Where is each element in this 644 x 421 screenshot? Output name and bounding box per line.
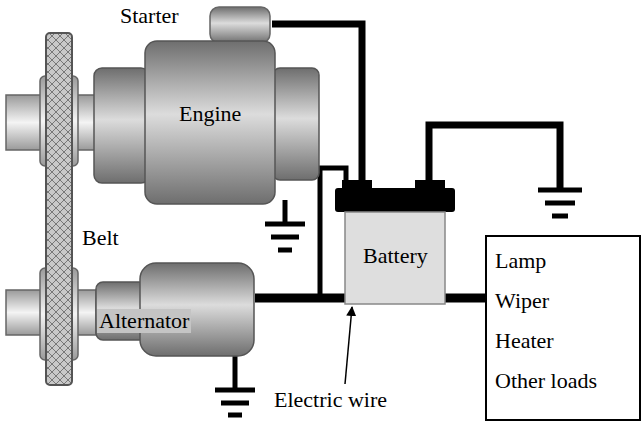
engine-block: Engine (93, 40, 320, 205)
ground-symbol (265, 224, 305, 250)
alternator: Alternator (95, 262, 255, 357)
leader-line (345, 307, 352, 384)
starter-motor: Starter (120, 2, 272, 46)
ground-symbol (215, 390, 255, 415)
callout-label: Electric wire (272, 388, 389, 412)
battery: Battery (335, 180, 455, 305)
node-text: Battery (363, 244, 428, 268)
electric-wire (272, 24, 362, 180)
part-label: Belt (80, 226, 121, 250)
node-text: Heater (495, 329, 554, 353)
ground-wire (429, 125, 560, 188)
load-list: LampWiperHeaterOther loads (485, 235, 641, 421)
node-text: Lamp (495, 249, 546, 273)
belt (46, 33, 72, 385)
ground-symbol (538, 190, 582, 216)
node-text: Wiper (495, 289, 549, 313)
node-text: Engine (179, 102, 241, 126)
node-text: Alternator (97, 309, 191, 333)
ground-wire (233, 355, 238, 388)
ground-wire (283, 200, 288, 222)
node-text: Starter (120, 4, 179, 28)
battery-outline (335, 180, 455, 305)
node-text: Other loads (495, 369, 597, 393)
